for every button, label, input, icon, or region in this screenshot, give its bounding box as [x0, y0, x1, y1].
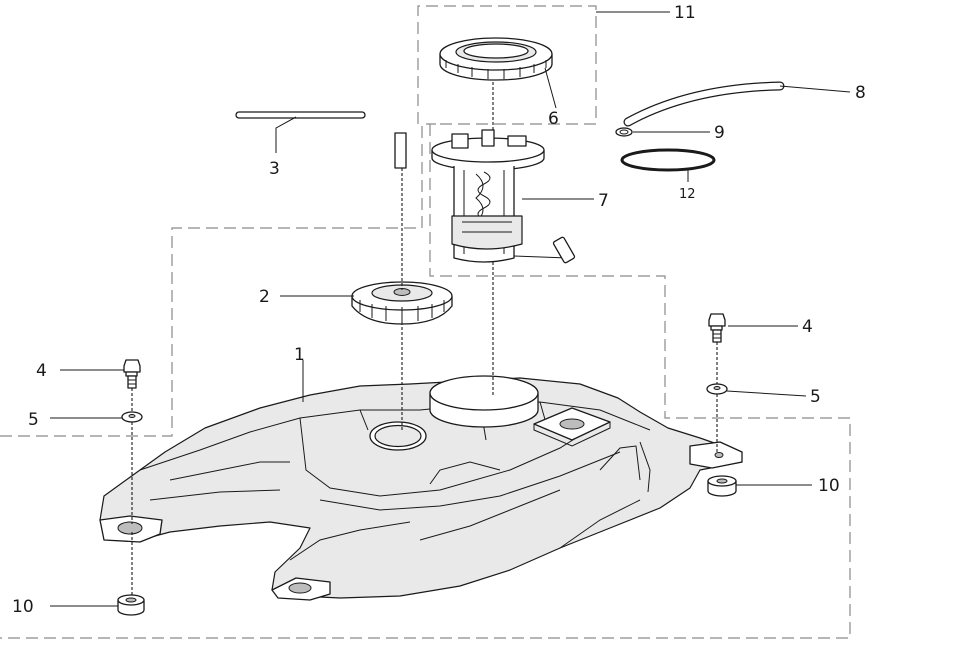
o-ring-gasket [620, 148, 716, 172]
callout-2: 2 [259, 287, 270, 307]
grommet-right [707, 475, 737, 497]
callout-8: 8 [855, 83, 866, 103]
fuel-cap [351, 281, 453, 325]
callout-9: 9 [714, 123, 725, 143]
fuel-hose [623, 81, 785, 127]
callout-5-right: 5 [810, 387, 821, 407]
bolt-right [708, 313, 726, 343]
fuel-tank [99, 375, 743, 601]
vent-pin [394, 132, 407, 169]
callout-3: 3 [269, 159, 280, 179]
callout-6: 6 [548, 109, 559, 129]
callout-11: 11 [674, 3, 696, 23]
group-outline-tank [0, 123, 851, 639]
callout-7: 7 [598, 191, 609, 211]
fuel-pump-module [431, 129, 576, 264]
leader-lines [50, 11, 851, 607]
callout-5-left: 5 [28, 410, 39, 430]
callout-10-left: 10 [12, 597, 34, 617]
bolt-left [123, 359, 141, 389]
grommet-left [117, 594, 145, 616]
callout-10-right: 10 [818, 476, 840, 496]
callout-4-left: 4 [36, 361, 47, 381]
group-outline-pump-assembly [417, 5, 597, 125]
callout-12: 12 [679, 187, 696, 202]
callout-4-right: 4 [802, 317, 813, 337]
washer-right [706, 383, 728, 395]
washer-left [121, 411, 143, 423]
hose-clamp [615, 127, 633, 137]
locking-ring [439, 37, 553, 81]
rod [235, 111, 366, 119]
callout-1: 1 [294, 345, 305, 365]
